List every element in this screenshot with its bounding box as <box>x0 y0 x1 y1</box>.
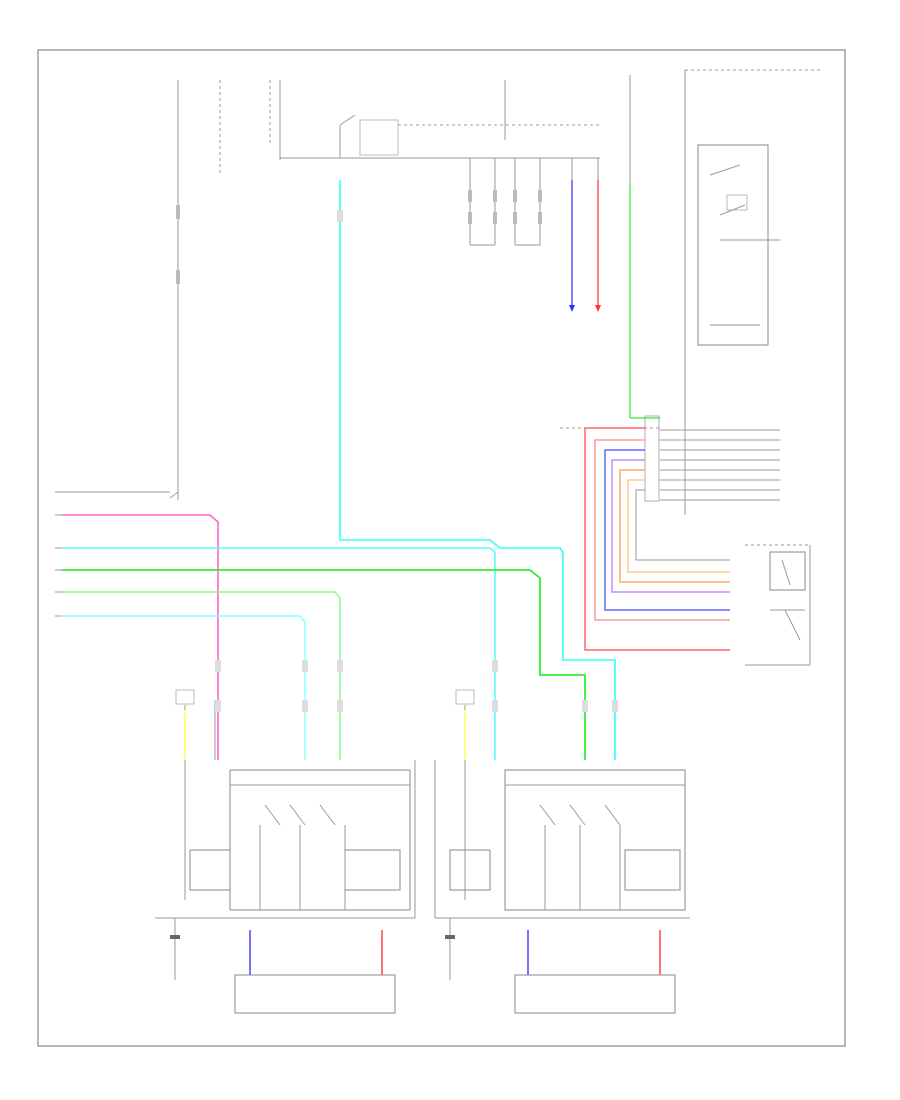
right-rear-switch-assembly <box>434 689 690 1014</box>
wire-pink <box>62 514 219 760</box>
top-left-power-group <box>169 80 281 500</box>
wire-cyan-long <box>339 180 616 760</box>
connector-markers <box>215 210 618 712</box>
diagram-frame <box>37 49 846 1047</box>
top-right-switch-group <box>629 69 820 515</box>
left-harness-pins <box>55 491 170 617</box>
wire-cyan-left <box>62 547 496 760</box>
wire-green <box>62 569 586 760</box>
right-passenger-switch <box>745 544 811 666</box>
left-rear-switch-assembly <box>155 689 416 1014</box>
wire-light-cyan <box>62 615 306 760</box>
top-center-relay-group <box>280 80 600 246</box>
wire-light-green <box>62 591 341 760</box>
right-colored-bundle <box>584 427 730 651</box>
